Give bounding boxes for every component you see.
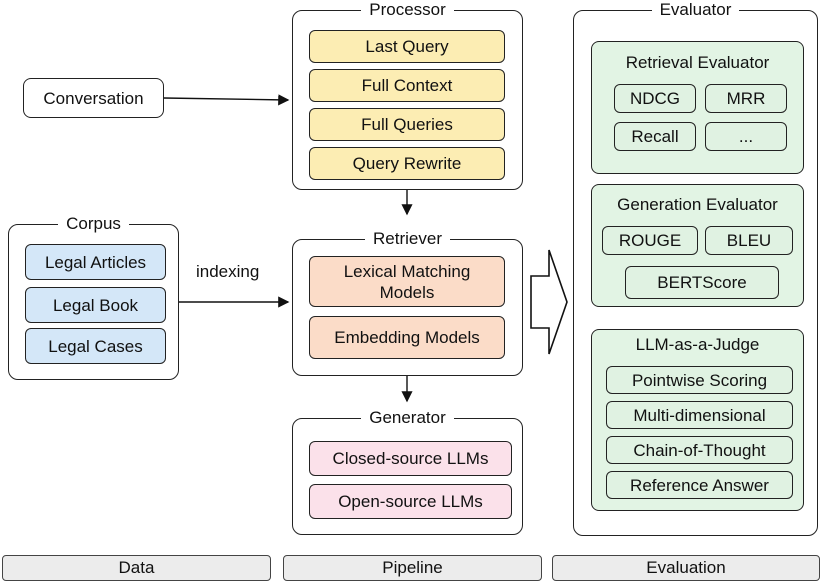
corpus-item-legal-book: Legal Book <box>25 287 166 323</box>
generator-item-closed-source: Closed-source LLMs <box>309 441 512 476</box>
generation-evaluator-panel: Generation Evaluator ROUGE BLEU BERTScor… <box>591 184 804 307</box>
conversation-box: Conversation <box>23 78 164 118</box>
retriever-title: Retriever <box>365 229 450 248</box>
corpus-item-legal-articles: Legal Articles <box>25 244 166 280</box>
processor-item-full-context: Full Context <box>309 69 505 102</box>
retrieval-evaluator-panel: Retrieval Evaluator NDCG MRR Recall ... <box>591 41 804 174</box>
arrow-conversation-to-processor <box>163 94 290 106</box>
arrow-pipeline-to-evaluator <box>530 249 568 355</box>
metric-rouge: ROUGE <box>602 226 698 255</box>
corpus-panel: Corpus Legal Articles Legal Book Legal C… <box>8 214 179 380</box>
processor-panel: Processor Last Query Full Context Full Q… <box>292 0 523 190</box>
judge-reference-answer: Reference Answer <box>606 471 793 499</box>
generator-panel: Generator Closed-source LLMs Open-source… <box>292 408 523 535</box>
section-label-pipeline: Pipeline <box>283 555 542 581</box>
judge-pointwise-scoring: Pointwise Scoring <box>606 366 793 394</box>
evaluator-title: Evaluator <box>651 0 740 19</box>
corpus-item-legal-cases: Legal Cases <box>25 328 166 364</box>
retriever-panel: Retriever Lexical Matching Models Embedd… <box>292 229 523 376</box>
conversation-label: Conversation <box>43 88 144 108</box>
llm-judge-panel: LLM-as-a-Judge Pointwise Scoring Multi-d… <box>591 329 804 511</box>
processor-title: Processor <box>361 0 454 19</box>
metric-more: ... <box>705 122 787 151</box>
indexing-label: indexing <box>196 262 260 281</box>
retriever-item-lexical-matching: Lexical Matching Models <box>309 256 505 307</box>
metric-mrr: MRR <box>705 84 787 113</box>
processor-item-query-rewrite: Query Rewrite <box>309 147 505 180</box>
llm-judge-title: LLM-as-a-Judge <box>635 335 760 354</box>
retrieval-evaluator-title: Retrieval Evaluator <box>625 53 770 72</box>
evaluator-panel: Evaluator Retrieval Evaluator NDCG MRR R… <box>573 0 818 536</box>
processor-item-full-queries: Full Queries <box>309 108 505 141</box>
section-label-evaluation: Evaluation <box>552 555 820 581</box>
generator-title: Generator <box>361 408 454 427</box>
generation-evaluator-title: Generation Evaluator <box>617 195 778 214</box>
judge-chain-of-thought: Chain-of-Thought <box>606 436 793 464</box>
metric-bleu: BLEU <box>705 226 793 255</box>
section-label-data: Data <box>2 555 271 581</box>
metric-ndcg: NDCG <box>614 84 696 113</box>
generator-item-open-source: Open-source LLMs <box>309 484 512 519</box>
retriever-item-embedding: Embedding Models <box>309 316 505 359</box>
metric-recall: Recall <box>614 122 696 151</box>
metric-bertscore: BERTScore <box>625 266 779 299</box>
corpus-title: Corpus <box>58 214 129 233</box>
judge-multi-dimensional: Multi-dimensional <box>606 401 793 429</box>
processor-item-last-query: Last Query <box>309 30 505 63</box>
